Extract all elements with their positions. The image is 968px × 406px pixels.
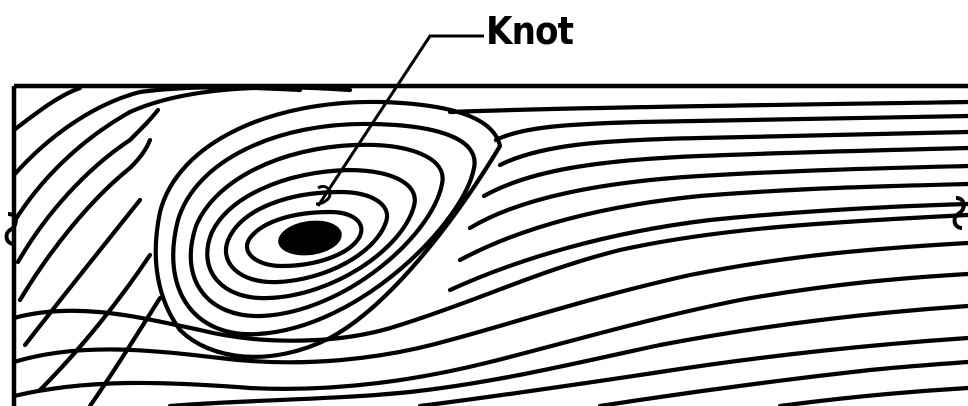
right-grain-lines [450,102,968,290]
knot-label: Knot [486,12,573,50]
knot-core [276,217,344,260]
